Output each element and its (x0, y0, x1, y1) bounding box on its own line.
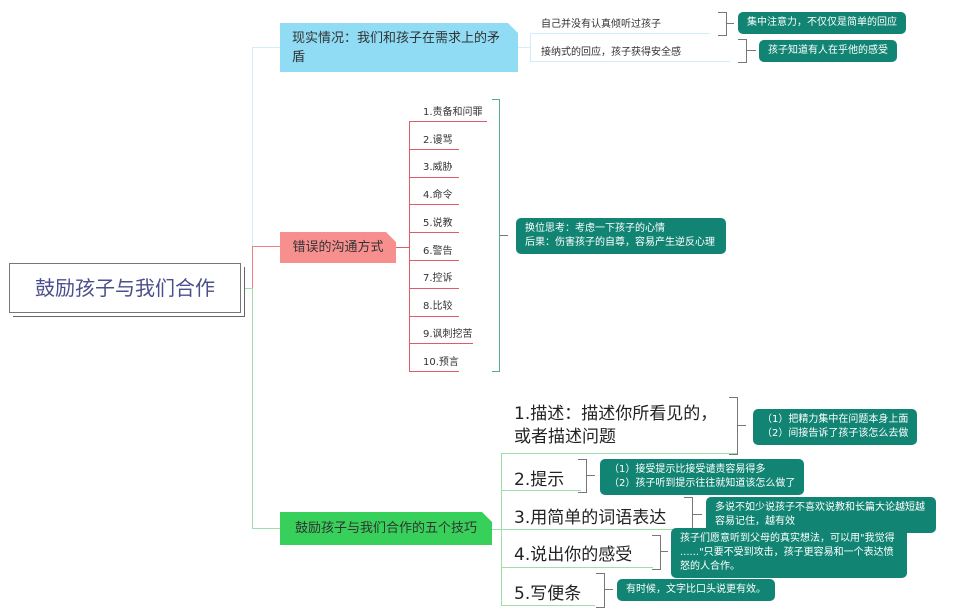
branch-reality[interactable]: 现实情况：我们和孩子在需求上的矛盾 (280, 23, 518, 72)
wrong-item-2[interactable]: 2.谩骂 (423, 135, 453, 146)
connector-b3 (492, 529, 502, 530)
tip-4-note[interactable]: 孩子们愿意听到父母的真实想法，可以用"我觉得 ......"只要不受到攻击，孩子… (671, 528, 907, 578)
underline (409, 260, 459, 261)
connector-b2 (396, 247, 410, 248)
wrong-item-1[interactable]: 1.责备和问罪 (423, 107, 483, 118)
wrong-item-3[interactable]: 3.威胁 (423, 162, 453, 173)
underline (409, 232, 459, 233)
connector (746, 50, 756, 51)
bracket (738, 39, 747, 63)
tip-2-note[interactable]: （1）接受提示比接受谴责容易得多 （2）孩子听到提示往往就知道该怎么做了 (600, 459, 805, 495)
tip-5-note[interactable]: 有时候，文字比口头说更有效。 (617, 579, 775, 601)
connector-b1-v (530, 33, 531, 61)
wrong-item-6[interactable]: 6.警告 (423, 246, 453, 257)
underline (409, 371, 459, 372)
underline (501, 490, 581, 491)
underline (501, 567, 653, 568)
bracket (652, 535, 661, 570)
bracket (578, 459, 587, 493)
reality-note-2[interactable]: 孩子知道有人在乎他的感受 (759, 40, 897, 62)
underline (409, 121, 487, 122)
wrong-note[interactable]: 换位思考：考虑一下孩子的心情 后果：伤害孩子的自尊，容易产生逆反心理 (516, 218, 726, 254)
branch-wrong-communication[interactable]: 错误的沟通方式 (280, 232, 396, 263)
wrong-item-10[interactable]: 10.预言 (423, 357, 459, 368)
branch-five-tips[interactable]: 鼓励孩子与我们合作的五个技巧 (280, 512, 492, 545)
bracket-wrong (492, 99, 500, 372)
underline (409, 288, 459, 289)
wrong-note-line-1: 换位思考：考虑一下孩子的心情 (525, 223, 665, 234)
tip-1-line-1: 1.描述：描述你所看见的， (514, 404, 718, 424)
reality-item-1[interactable]: 自己并没有认真倾听过孩子 (541, 19, 661, 30)
connector-trunk-blue (252, 47, 253, 288)
tip-2[interactable]: 2.提示 (514, 470, 565, 490)
underline (501, 453, 737, 454)
tip-4-note-line-3: 怒的人合作。 (680, 561, 740, 572)
connector-green (252, 528, 280, 529)
connector (737, 425, 746, 426)
connector-b2-v (409, 121, 410, 372)
connector (692, 514, 702, 515)
bracket (729, 397, 738, 455)
connector (604, 589, 613, 590)
underline (409, 149, 459, 150)
wrong-note-line-2: 后果：伤害孩子的自尊，容易产生逆反心理 (525, 237, 715, 248)
tip-1-note-line-1: （1）把精力集中在问题本身上面 (762, 414, 909, 425)
connector-b1 (518, 47, 530, 48)
wrong-item-7[interactable]: 7.控诉 (423, 273, 453, 284)
connector (726, 23, 734, 24)
wrong-item-8[interactable]: 8.比较 (423, 301, 453, 312)
tip-3-note[interactable]: 多说不如少说孩子不喜欢说教和长篇大论越短越 容易记住，越有效 (706, 497, 936, 533)
tip-5[interactable]: 5.写便条 (514, 584, 582, 604)
tip-1[interactable]: 1.描述：描述你所看见的， 或者描述问题 (514, 403, 717, 449)
connector-root (241, 288, 253, 289)
underline (409, 343, 473, 344)
connector (660, 551, 668, 552)
tip-2-note-line-2: （2）孩子听到提示往往就知道该怎么做了 (609, 478, 796, 489)
tip-4[interactable]: 4.说出你的感受 (514, 545, 633, 565)
tip-1-note-line-2: （2）间接告诉了孩子该怎么去做 (762, 428, 909, 439)
wrong-item-4[interactable]: 4.命令 (423, 190, 453, 201)
underline (409, 177, 459, 178)
wrong-item-9[interactable]: 9.讽刺挖苦 (423, 329, 473, 340)
connector (500, 235, 508, 236)
tip-4-note-line-1: 孩子们愿意听到父母的真实想法，可以用"我觉得 (680, 533, 895, 544)
tip-3-note-line-1: 多说不如少说孩子不喜欢说教和长篇大论越短越 (715, 502, 925, 513)
root-topic[interactable]: 鼓励孩子与我们合作 (9, 263, 241, 313)
reality-item-2[interactable]: 接纳式的回应，孩子获得安全感 (541, 47, 681, 58)
connector (586, 475, 595, 476)
underline (501, 529, 689, 530)
connector-blue (252, 47, 280, 48)
bracket (596, 573, 605, 608)
connector-red (252, 246, 280, 247)
underline-b1-2 (530, 61, 730, 62)
underline (409, 204, 459, 205)
underline (501, 605, 595, 606)
tip-4-note-line-2: ......"只要不受到攻击，孩子更容易和一个表达愤 (680, 547, 894, 558)
underline (409, 316, 459, 317)
tip-3[interactable]: 3.用简单的词语表达 (514, 508, 667, 528)
bracket (718, 12, 727, 36)
tip-3-note-line-2: 容易记住，越有效 (715, 516, 795, 527)
reality-note-1[interactable]: 集中注意力，不仅仅是简单的回应 (738, 12, 906, 34)
connector-trunk-green (252, 288, 253, 529)
tip-2-note-line-1: （1）接受提示比接受谴责容易得多 (609, 464, 766, 475)
tip-1-line-2: 或者描述问题 (514, 427, 616, 447)
underline-b1-1 (530, 33, 710, 34)
tip-1-note[interactable]: （1）把精力集中在问题本身上面 （2）间接告诉了孩子该怎么去做 (753, 409, 918, 445)
connector-red-v (252, 246, 253, 288)
wrong-item-5[interactable]: 5.说教 (423, 218, 453, 229)
